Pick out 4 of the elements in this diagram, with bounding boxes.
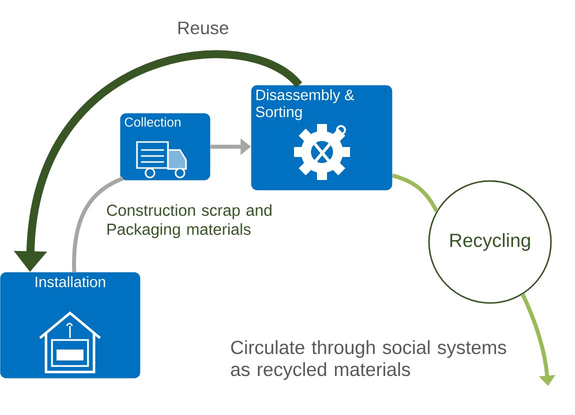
- note-text: Construction scrap and Packaging materials: [107, 204, 272, 238]
- note-text: Circulate through social systems as recycled materials: [231, 340, 506, 380]
- edge-label: Reuse: [178, 22, 228, 34]
- process-box: Installation: [0, 272, 140, 378]
